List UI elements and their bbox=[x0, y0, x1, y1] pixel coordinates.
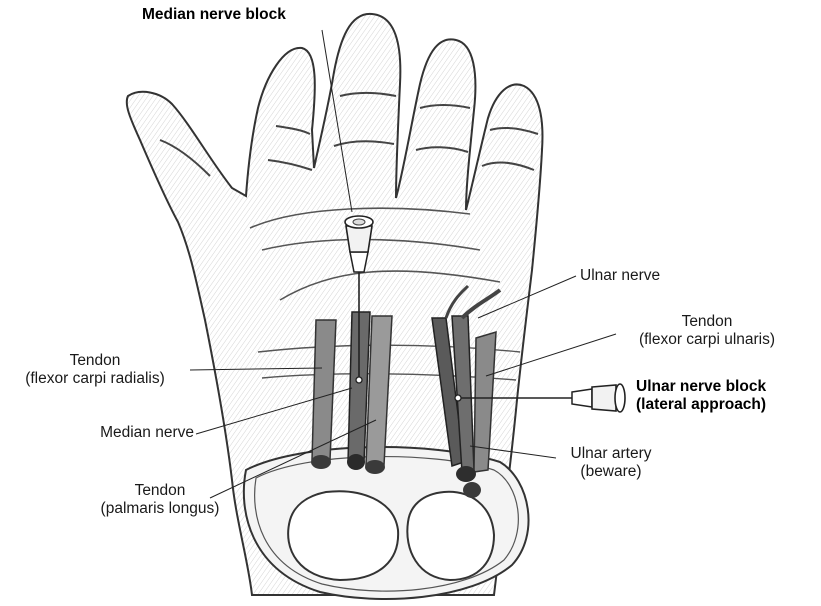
label-tendon-fcr-sub: (flexor carpi radialis) bbox=[2, 370, 188, 388]
label-tendon-fcr: Tendon (flexor carpi radialis) bbox=[2, 352, 188, 388]
radius-bone bbox=[288, 491, 398, 580]
label-ulnar-nerve-block: Ulnar nerve block (lateral approach) bbox=[636, 378, 766, 414]
label-tendon-pl-title: Tendon bbox=[82, 482, 238, 500]
label-tendon-pl: Tendon (palmaris longus) bbox=[82, 482, 238, 518]
label-tendon-pl-sub: (palmaris longus) bbox=[82, 500, 238, 518]
label-ulnar-block-line1: Ulnar nerve block bbox=[636, 378, 766, 396]
label-tendon-fcu-sub: (flexor carpi ulnaris) bbox=[617, 331, 797, 349]
label-ulnar-artery-line2: (beware) bbox=[556, 463, 666, 481]
label-median-nerve: Median nerve bbox=[60, 424, 194, 442]
label-ulnar-artery-line1: Ulnar artery bbox=[556, 445, 666, 463]
label-tendon-fcr-title: Tendon bbox=[2, 352, 188, 370]
label-tendon-fcu-title: Tendon bbox=[617, 313, 797, 331]
label-ulnar-block-line2: (lateral approach) bbox=[636, 396, 766, 414]
label-ulnar-nerve: Ulnar nerve bbox=[580, 267, 660, 285]
label-tendon-fcu: Tendon (flexor carpi ulnaris) bbox=[617, 313, 797, 349]
ulna-bone bbox=[407, 492, 494, 580]
label-ulnar-artery: Ulnar artery (beware) bbox=[556, 445, 666, 481]
label-median-nerve-block: Median nerve block bbox=[142, 6, 286, 24]
